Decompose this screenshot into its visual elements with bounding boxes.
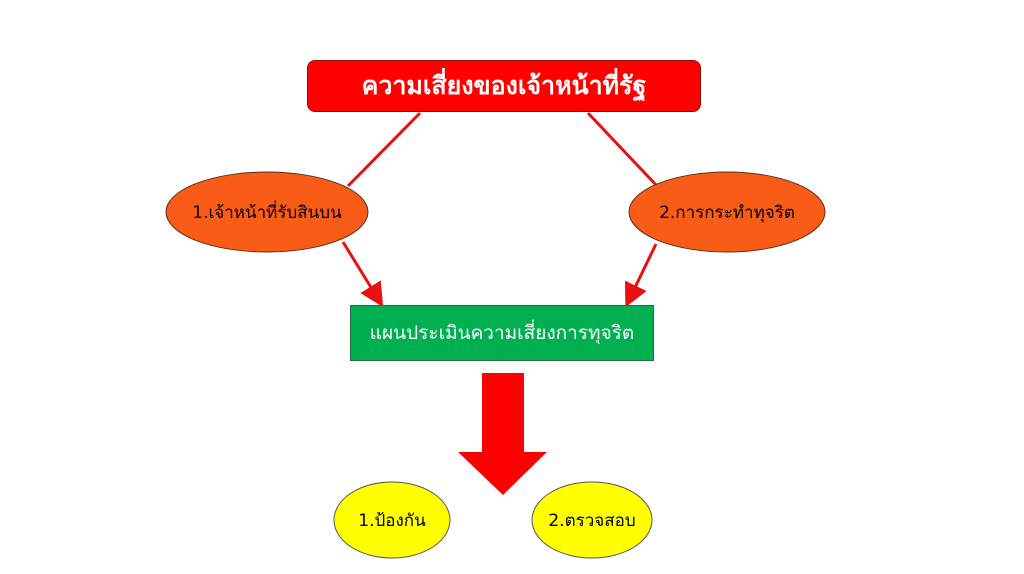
action-ellipse-1 [333, 481, 451, 559]
risk-ellipse-1 [165, 171, 369, 253]
arrow-risk-1-to-plan [341, 241, 384, 308]
connector-title-to-risk-1 [346, 111, 422, 188]
action-label-2: 2.ตรวจสอบ [548, 510, 636, 531]
risk-ellipse-2 [628, 171, 826, 253]
big-down-arrow [458, 373, 547, 495]
connector-title-to-risk-2 [586, 111, 659, 188]
action-ellipse-2 [531, 481, 653, 559]
risk-label-2: 2.การกระทำทุจริต [659, 202, 795, 223]
plan-box: แผนประเมินความเสี่ยงการทุจริต [350, 305, 654, 361]
action-label-1: 1.ป้องกัน [358, 510, 426, 531]
arrow-risk-2-to-plan [625, 243, 658, 308]
title-box: ความเสี่ยงของเจ้าหน้าที่รัฐ [307, 60, 701, 112]
risk-label-1: 1.เจ้าหน้าที่รับสินบน [192, 202, 342, 223]
